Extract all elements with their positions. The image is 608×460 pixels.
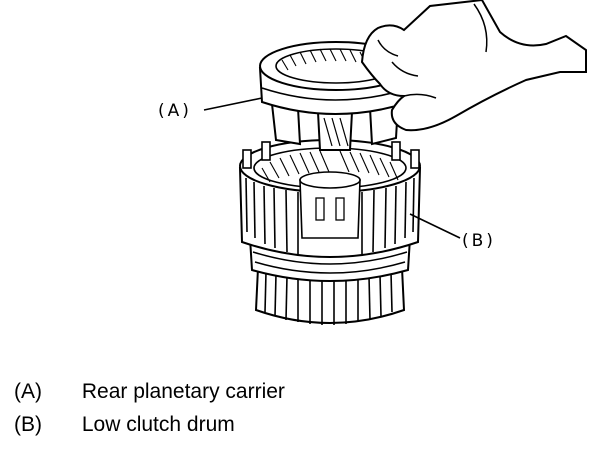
legend-item-a: (A) Rear planetary carrier	[14, 379, 285, 405]
callout-label-b: (B)	[462, 231, 496, 251]
legend-key-a: (A)	[14, 380, 42, 403]
legend-item-b: (B) Low clutch drum	[14, 412, 235, 438]
callout-label-a: (A)	[158, 101, 192, 121]
legend-label-b: Low clutch drum	[81, 413, 235, 436]
low-clutch-drum	[238, 139, 422, 325]
exploded-view-illustration: (A) (B)	[158, 0, 587, 325]
hand-icon	[360, 0, 587, 132]
legend-key-b: (B)	[14, 413, 42, 436]
callout-line-a	[203, 97, 263, 111]
callout-line-b	[409, 213, 461, 239]
legend-label-a: Rear planetary carrier	[81, 380, 285, 403]
